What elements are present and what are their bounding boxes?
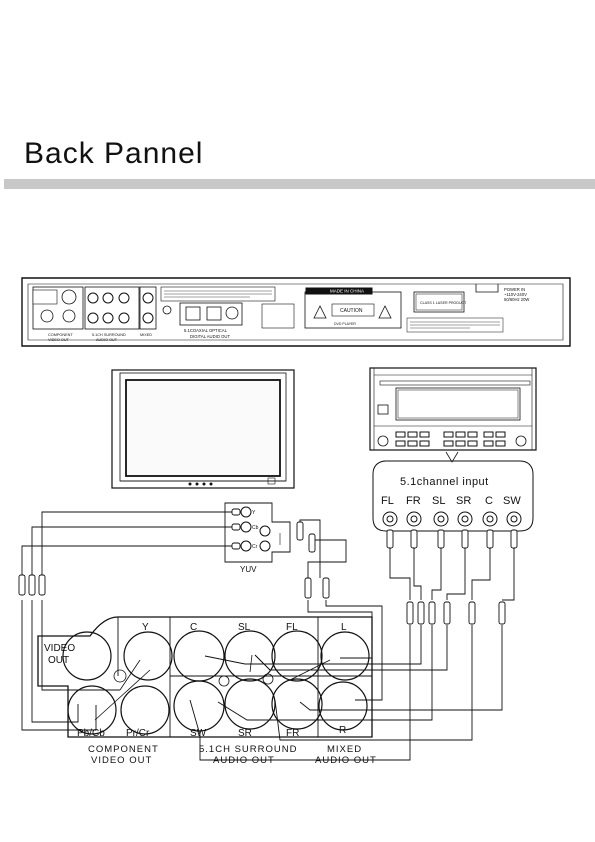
frequency-label: 50/60Hz 20W xyxy=(504,297,529,302)
tv-cr-label: Cr xyxy=(252,544,258,550)
channel-sw-label: SW xyxy=(503,495,521,507)
small-video-out-label: VIDEO OUT xyxy=(48,338,70,342)
small-mixed-label: MIXED xyxy=(140,333,152,337)
panel-r-label: R xyxy=(339,725,346,736)
panel-sw-label: SW xyxy=(190,728,207,739)
small-component-label: COMPONENT xyxy=(48,333,73,337)
cables xyxy=(21,511,515,761)
player-model-label: DVD PLAYER xyxy=(334,322,356,326)
panel-sl-label: SL xyxy=(238,622,251,633)
receiver xyxy=(369,367,537,463)
panel-fl-label: FL xyxy=(286,622,298,633)
mixed-label-line1: MIXED xyxy=(327,744,362,755)
surround-label-line1: 5.1CH SURROUND xyxy=(199,744,297,755)
panel-pointer-lines xyxy=(94,654,331,721)
channel-c-label: C xyxy=(485,495,493,507)
dvd-back-panel xyxy=(21,277,571,347)
panel-c-label: C xyxy=(190,622,197,633)
panel-fr-label: FR xyxy=(286,728,299,739)
video-out-label-line1: VIDEO xyxy=(44,643,75,654)
tv-cb-label: Cb xyxy=(252,525,259,531)
tv-yuv-input xyxy=(224,502,291,563)
caution-label: CAUTION xyxy=(340,308,363,314)
panel-pb-cb-label: Pb/Cb xyxy=(77,728,105,739)
coaxial-optical-label: 5.1COAXIAL OPTICAL xyxy=(184,328,228,333)
small-surround-label: 5.1CH SURROUND xyxy=(92,333,126,337)
channel-input-panel xyxy=(372,460,534,532)
panel-labels: VIDEO OUT Y Pb/Cb Pr/Cr C SL FL SW SR FR… xyxy=(44,622,347,739)
page-title: Back Pannel xyxy=(24,137,204,170)
panel-section-labels: COMPONENT VIDEO OUT 5.1CH SURROUND AUDIO… xyxy=(88,744,377,766)
component-label-line2: VIDEO OUT xyxy=(91,755,152,766)
channel-input-title: 5.1channel input xyxy=(400,476,489,488)
panel-pr-cr-label: Pr/Cr xyxy=(126,728,150,739)
television xyxy=(111,369,295,489)
surround-label-line2: AUDIO OUT xyxy=(213,755,275,766)
panel-sr-label: SR xyxy=(238,728,252,739)
channel-labels: FL FR SL SR C SW xyxy=(381,495,521,507)
channel-sr-label: SR xyxy=(456,495,471,507)
component-label-line1: COMPONENT xyxy=(88,744,159,755)
tv-jack-labels: Y Cb Cr YUV xyxy=(240,510,259,574)
small-audio-out-label: AUDIO OUT xyxy=(96,338,118,342)
channel-fr-label: FR xyxy=(406,495,421,507)
power-in-label: POWER IN xyxy=(504,287,525,292)
channel-fl-label: FL xyxy=(381,495,394,507)
panel-y-label: Y xyxy=(142,622,149,633)
yuv-label: YUV xyxy=(240,565,257,574)
title-rule xyxy=(4,179,595,189)
tv-y-label: Y xyxy=(252,510,256,516)
dvd-panel-labels: MADE IN CHINA CAUTION CLASS 1 LASER PROD… xyxy=(48,287,529,342)
voltage-label: ~110V-240V xyxy=(504,292,527,297)
video-out-label-line2: OUT xyxy=(48,655,69,666)
made-in-label: MADE IN CHINA xyxy=(330,289,364,294)
rca-plugs xyxy=(18,508,518,625)
channel-sl-label: SL xyxy=(432,495,445,507)
panel-l-label: L xyxy=(341,622,347,633)
output-panel xyxy=(37,616,373,738)
mixed-label-line2: AUDIO OUT xyxy=(315,755,377,766)
digital-audio-label: DIGITAL AUDIO OUT xyxy=(190,334,230,339)
class1-label: CLASS 1 LASER PRODUCT xyxy=(420,301,467,305)
